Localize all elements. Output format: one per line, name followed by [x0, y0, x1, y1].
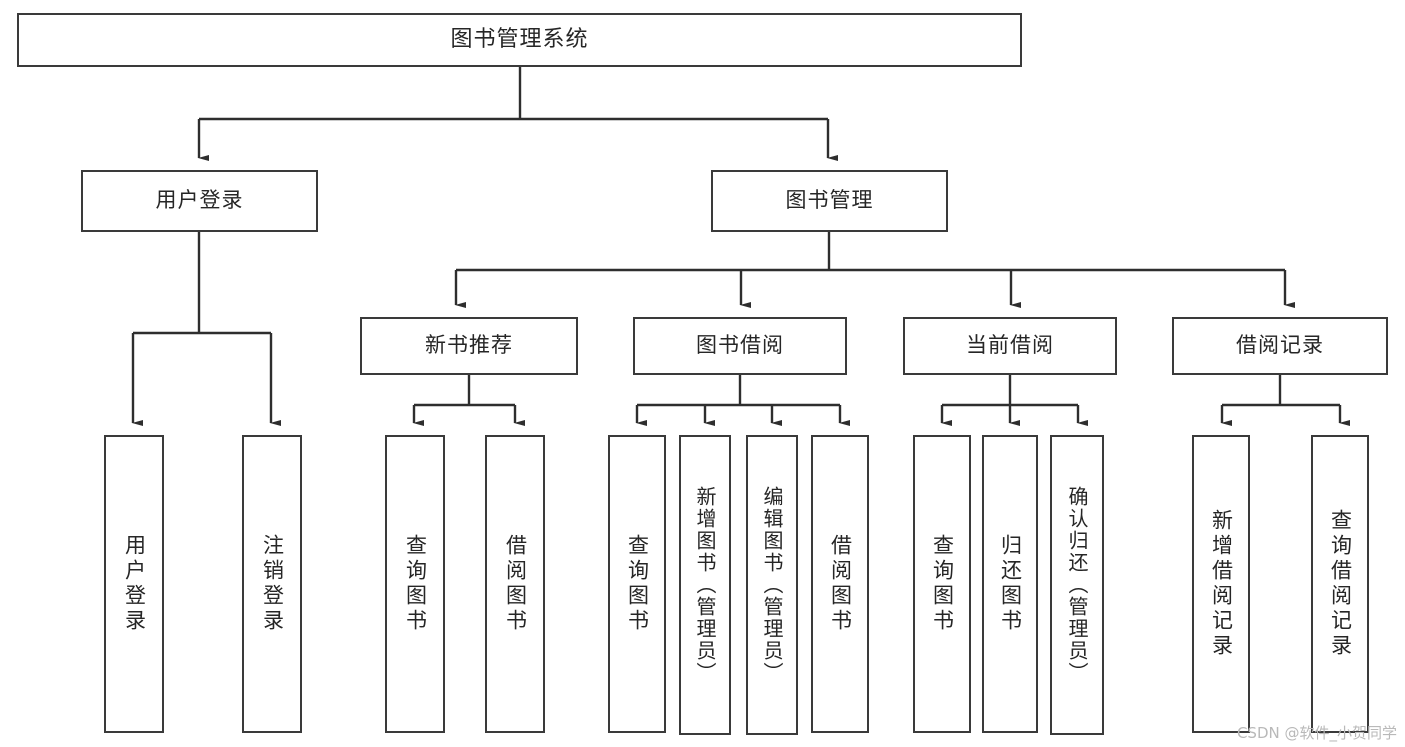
- leaf-borrow-book-label: 借阅图书: [828, 534, 853, 634]
- node-current-borrow[interactable]: 当前借阅: [903, 317, 1117, 375]
- node-root-label: 图书管理系统: [450, 26, 589, 52]
- leaf-newbook-query-label: 查询图书: [403, 534, 428, 634]
- leaf-record-add-label: 新增借阅记录: [1209, 509, 1234, 659]
- leaf-borrow-query[interactable]: 查询图书: [608, 435, 666, 733]
- leaf-user-logout-label: 注销登录: [260, 534, 285, 634]
- node-book-borrow[interactable]: 图书借阅: [633, 317, 847, 375]
- node-new-book-rec[interactable]: 新书推荐: [360, 317, 578, 375]
- node-book-manage-label: 图书管理: [785, 188, 874, 213]
- leaf-borrow-book[interactable]: 借阅图书: [811, 435, 869, 733]
- leaf-current-confirm-return[interactable]: 确认归还（管理员）: [1050, 435, 1104, 735]
- leaf-current-return-label: 归还图书: [998, 534, 1023, 634]
- leaf-user-login-label: 用户登录: [122, 534, 147, 634]
- node-user-login[interactable]: 用户登录: [81, 170, 318, 232]
- node-root[interactable]: 图书管理系统: [17, 13, 1022, 67]
- leaf-newbook-borrow[interactable]: 借阅图书: [485, 435, 545, 733]
- node-current-borrow-label: 当前借阅: [966, 333, 1054, 358]
- leaf-current-return[interactable]: 归还图书: [982, 435, 1038, 733]
- leaf-user-logout[interactable]: 注销登录: [242, 435, 302, 733]
- leaf-current-confirm-return-label: 确认归还（管理员）: [1065, 486, 1089, 684]
- node-borrow-record[interactable]: 借阅记录: [1172, 317, 1388, 375]
- leaf-borrow-edit-book-label: 编辑图书（管理员）: [760, 486, 784, 684]
- leaf-current-query[interactable]: 查询图书: [913, 435, 971, 733]
- node-book-manage[interactable]: 图书管理: [711, 170, 948, 232]
- leaf-borrow-add-book[interactable]: 新增图书（管理员）: [679, 435, 731, 735]
- node-book-borrow-label: 图书借阅: [696, 333, 784, 358]
- leaf-record-query-label: 查询借阅记录: [1328, 509, 1353, 659]
- node-user-login-label: 用户登录: [155, 188, 244, 213]
- leaf-record-add[interactable]: 新增借阅记录: [1192, 435, 1250, 733]
- leaf-current-query-label: 查询图书: [930, 534, 955, 634]
- leaf-borrow-query-label: 查询图书: [625, 534, 650, 634]
- leaf-user-login[interactable]: 用户登录: [104, 435, 164, 733]
- node-new-book-rec-label: 新书推荐: [425, 333, 513, 358]
- leaf-borrow-add-book-label: 新增图书（管理员）: [693, 486, 717, 684]
- leaf-newbook-query[interactable]: 查询图书: [385, 435, 445, 733]
- node-borrow-record-label: 借阅记录: [1236, 333, 1324, 358]
- leaf-newbook-borrow-label: 借阅图书: [503, 534, 528, 634]
- leaf-borrow-edit-book[interactable]: 编辑图书（管理员）: [746, 435, 798, 735]
- leaf-record-query[interactable]: 查询借阅记录: [1311, 435, 1369, 733]
